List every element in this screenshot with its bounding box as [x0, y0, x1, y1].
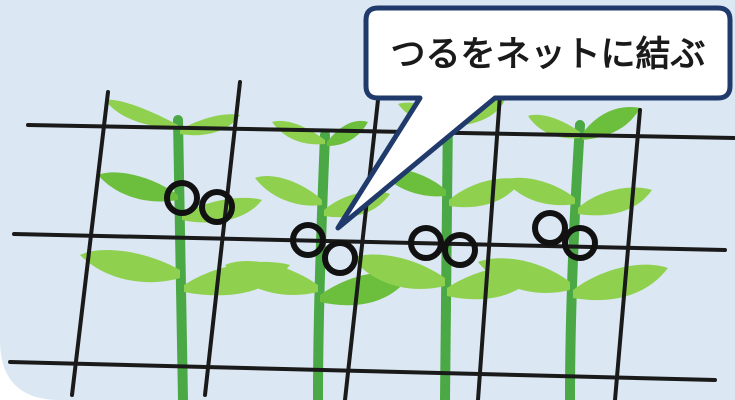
stem — [565, 120, 585, 400]
leaf — [105, 99, 178, 128]
leaf — [528, 114, 580, 139]
net-line-horizontal — [8, 360, 717, 382]
stem — [313, 130, 330, 400]
leaf — [352, 254, 445, 289]
leaf — [449, 178, 522, 208]
stem — [173, 115, 188, 400]
leaf — [478, 258, 570, 293]
leaf — [573, 264, 668, 301]
speech-bubble-shape — [335, 5, 733, 231]
callout-text: つるをネットに結ぶ — [390, 35, 705, 75]
net-line-vertical — [613, 108, 642, 400]
net — [8, 80, 735, 400]
leaf — [505, 177, 575, 206]
leaf — [582, 107, 640, 140]
net-line-vertical — [476, 93, 502, 400]
tie-ring — [532, 210, 568, 246]
speech-bubble: つるをネットに結ぶ — [335, 5, 733, 231]
tie-ring — [199, 189, 235, 225]
leaf — [98, 172, 178, 202]
net-line-vertical — [343, 98, 380, 400]
tie-ring — [290, 222, 326, 258]
net-line-horizontal — [26, 123, 735, 140]
tie-ring — [322, 240, 358, 276]
tie-ring — [408, 225, 444, 261]
plants-group — [80, 98, 668, 400]
net-line-vertical — [70, 90, 110, 397]
ties — [164, 180, 598, 276]
net-line-horizontal — [12, 232, 727, 252]
leaf — [80, 250, 180, 283]
tie-ring — [164, 180, 200, 216]
leaf — [225, 261, 318, 295]
leaf — [272, 120, 325, 145]
tie-ring — [562, 225, 598, 261]
net-line-vertical — [203, 80, 242, 397]
leaf — [255, 176, 322, 206]
leaf — [327, 120, 368, 146]
tie-ring — [442, 232, 478, 268]
